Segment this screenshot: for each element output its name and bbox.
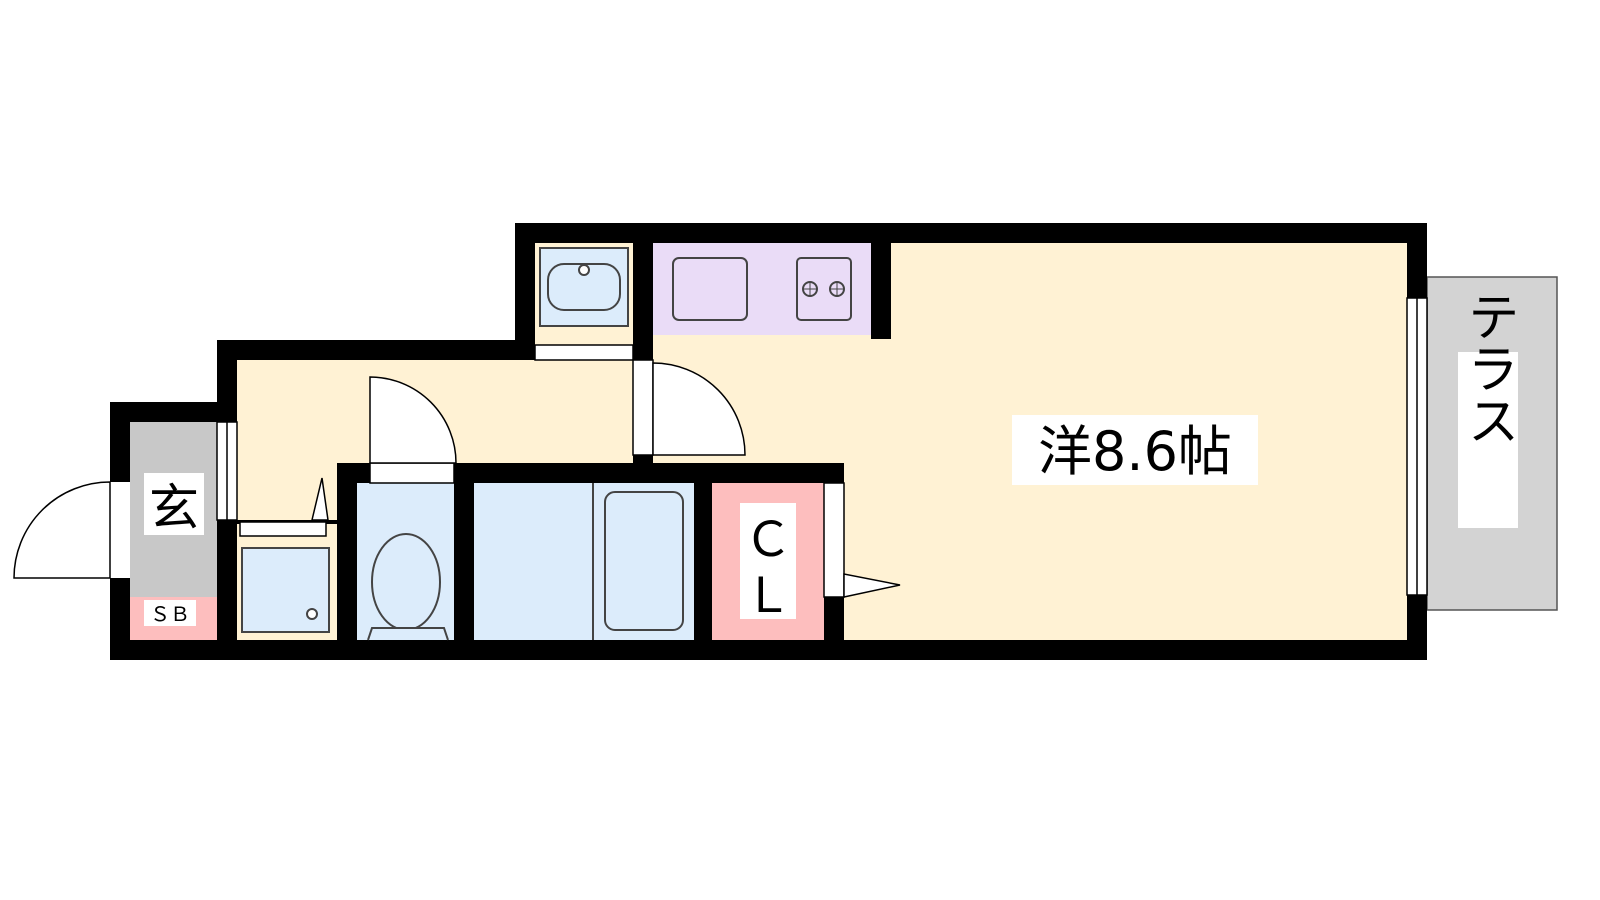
entrance-label: 玄 (149, 479, 199, 537)
terrace-label: テラス (1458, 290, 1518, 446)
kitchen-sink-icon (672, 257, 748, 321)
door-swing-icon (369, 376, 457, 464)
door-swing-icon (843, 573, 901, 598)
western-room-label: 洋8.6帖 (1038, 420, 1232, 483)
door-swing-icon (652, 362, 746, 456)
closet-window (823, 482, 845, 598)
stove-burners-icon (796, 257, 852, 321)
door-swing-icon (13, 481, 111, 579)
door-swings (13, 362, 901, 598)
closet-label-c: Ｃ (744, 512, 792, 568)
shoebox-label: ＳＢ (150, 602, 190, 626)
bathtub-icon (592, 483, 684, 640)
fixtures (241, 247, 852, 641)
toilet-icon (367, 533, 449, 641)
walls (110, 223, 1427, 660)
door-swing-icon (311, 477, 329, 521)
windows (216, 297, 1428, 598)
washer-pan-icon (241, 547, 330, 633)
sink-icon (539, 247, 629, 327)
bathroom-floor (474, 483, 694, 640)
room-labels: 洋8.6帖 玄 ＳＢ Ｃ Ｌ テラス (144, 290, 1518, 626)
closet-label-l: Ｌ (744, 568, 792, 624)
